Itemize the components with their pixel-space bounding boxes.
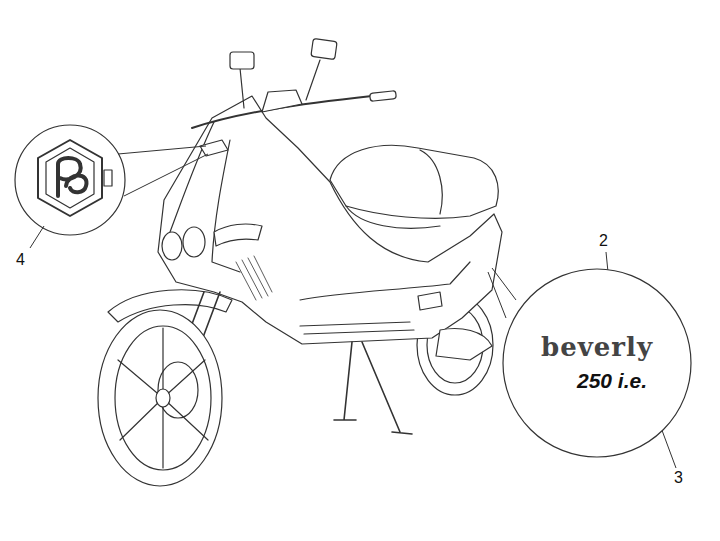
indicator	[214, 224, 262, 246]
center-stand	[334, 342, 412, 434]
headlight	[162, 232, 182, 260]
front-tyre	[98, 310, 222, 486]
fascia-line	[170, 122, 214, 232]
seat	[330, 145, 498, 218]
headlight	[183, 227, 205, 257]
seat-line	[346, 206, 440, 228]
seat-line	[420, 150, 442, 214]
mirror	[230, 52, 254, 69]
front-rim	[115, 326, 211, 470]
hub	[156, 389, 170, 407]
grill	[236, 256, 272, 300]
logo-tab	[104, 170, 112, 186]
mirror	[311, 38, 337, 59]
fascia-line	[212, 140, 240, 272]
callout-circle	[15, 125, 125, 235]
callout-number: 4	[16, 252, 25, 268]
logo-badge	[38, 140, 102, 216]
circle-outline	[502, 268, 692, 458]
grip	[370, 91, 397, 102]
logo-wordmark: beverly	[541, 333, 653, 362]
emblem-mount	[200, 140, 228, 156]
callout-number: 3	[674, 470, 683, 486]
side-vent	[418, 292, 442, 310]
engine	[436, 329, 492, 360]
piaggio-logo	[58, 158, 86, 196]
leader-line	[118, 146, 208, 196]
leader-line	[488, 268, 516, 318]
circle-outline	[503, 269, 691, 457]
model-designation: 250 i.e.	[577, 368, 647, 393]
dashboard	[262, 90, 302, 112]
logo-badge	[46, 148, 94, 208]
leader-line	[30, 226, 44, 248]
spoke	[118, 328, 208, 468]
floor-stripe	[300, 322, 414, 334]
side-panel-line	[300, 262, 470, 300]
callout-number: 2	[599, 233, 608, 249]
callout-circle: beverly 250 i.e.	[502, 268, 692, 458]
